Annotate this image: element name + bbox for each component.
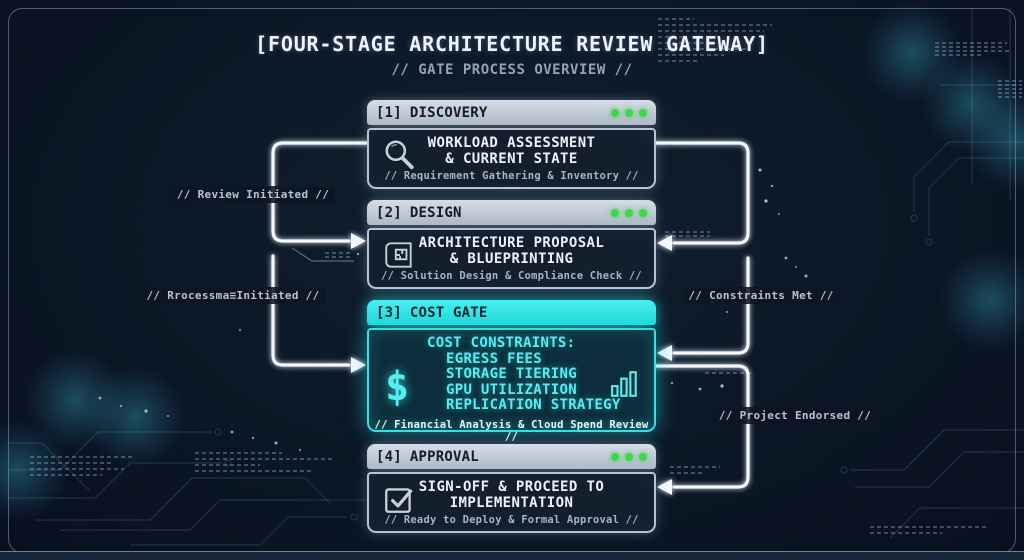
code-texture	[30, 452, 150, 480]
stage-body-design: ARCHITECTURE PROPOSAL & BLUEPRINTING // …	[367, 228, 656, 289]
stage-number: [2]	[376, 204, 402, 221]
stage-name: COST GATE	[409, 304, 488, 321]
stage-header-cost-gate: [3] COST GATE	[367, 300, 656, 325]
arrowhead-into-cost-gate-right	[657, 345, 672, 361]
code-texture	[870, 522, 1000, 538]
code-texture	[195, 448, 340, 476]
blueprint-icon	[382, 238, 416, 272]
stage-name: DISCOVERY	[409, 104, 488, 121]
code-texture	[325, 250, 353, 260]
stage-header-design: [2] DESIGN	[367, 200, 656, 225]
code-texture	[998, 78, 1022, 100]
arrowhead-into-cost-gate-left	[351, 357, 366, 373]
checkbox-icon	[382, 482, 416, 516]
stage-number: [1]	[376, 104, 402, 121]
connector-cost-gate-to-approval-right	[654, 364, 750, 489]
dollar-icon: $	[385, 364, 410, 410]
magnifier-icon	[382, 138, 416, 172]
code-texture	[665, 229, 710, 239]
code-texture	[658, 14, 778, 66]
edge-label-project-endorsed: // Project Endorsed //	[712, 407, 878, 424]
edge-label-constraints-met: // Constraints Met //	[682, 287, 840, 304]
stage-card-cost-gate: [3] COST GATE $ COST CONSTRAINTS: EGRESS…	[367, 300, 656, 443]
code-texture	[670, 462, 725, 478]
stage-footer: // Ready to Deploy & Formal Approval //	[384, 514, 639, 526]
connector-to-cost-gate-right	[672, 256, 750, 355]
arrowhead-into-approval-right	[657, 479, 672, 495]
page-subtitle: // GATE PROCESS OVERVIEW //	[391, 62, 633, 78]
stage-body-discovery: WORKLOAD ASSESSMENT & CURRENT STATE // R…	[367, 128, 656, 189]
cost-item: GPU UTILIZATION	[446, 381, 577, 398]
stage-name: APPROVAL	[409, 448, 479, 465]
arrowhead-into-design-left	[351, 233, 366, 249]
bar-chart-icon	[610, 370, 640, 402]
cost-item: EGRESS FEES	[446, 350, 543, 367]
edge-label-review-initiated: // Review Initiated //	[170, 186, 336, 203]
code-texture	[935, 40, 1015, 58]
status-dots	[611, 108, 647, 117]
cost-items: EGRESS FEES STORAGE TIERING GPU UTILIZAT…	[427, 350, 654, 414]
connector-to-cost-gate-left	[271, 254, 351, 367]
arrowhead-into-design-right	[657, 235, 672, 251]
bottom-edge-band	[0, 551, 1024, 560]
stage-card-approval: [4] APPROVAL SIGN-OFF & PROCEED TO IMPLE…	[367, 444, 656, 533]
cost-item: STORAGE TIERING	[446, 366, 577, 382]
stage-header-approval: [4] APPROVAL	[367, 444, 656, 469]
edge-label-process-initiated: // Rrocessma≡Initiated //	[140, 287, 326, 304]
stage-body-cost-gate: $ COST CONSTRAINTS: EGRESS FEES STORAGE …	[367, 328, 656, 443]
stage-card-design: [2] DESIGN ARCHITECTURE PROPOSAL & BLUEP…	[367, 200, 656, 289]
stage-number: [3]	[376, 304, 402, 321]
stage-title: ARCHITECTURE PROPOSAL & BLUEPRINTING	[418, 235, 605, 267]
stage-header-discovery: [1] DISCOVERY	[367, 100, 656, 125]
stage-footer: // Requirement Gathering & Inventory //	[384, 170, 639, 182]
cost-constraints-block: COST CONSTRAINTS: EGRESS FEES STORAGE TI…	[427, 335, 654, 414]
cost-item: REPLICATION STRATEGY	[446, 397, 621, 413]
stage-body-approval: SIGN-OFF & PROCEED TO IMPLEMENTATION // …	[367, 472, 656, 533]
connector-discovery-to-design-right	[654, 141, 750, 245]
stage-card-discovery: [1] DISCOVERY WORKLOAD ASSESSMENT & CURR…	[367, 100, 656, 189]
stage-title: SIGN-OFF & PROCEED TO IMPLEMENTATION	[418, 479, 605, 511]
cost-heading: COST CONSTRAINTS:	[427, 335, 576, 351]
status-dots	[611, 208, 647, 217]
code-texture	[705, 368, 760, 378]
status-dots	[611, 452, 647, 461]
stage-footer: // Financial Analysis & Cloud Spend Revi…	[374, 418, 649, 443]
page-title: [FOUR-STAGE ARCHITECTURE REVIEW GATEWAY]	[255, 32, 769, 56]
stage-footer: // Solution Design & Compliance Check //	[381, 270, 642, 282]
stage-title: WORKLOAD ASSESSMENT & CURRENT STATE	[427, 135, 596, 167]
stage-number: [4]	[376, 448, 402, 465]
stage-name: DESIGN	[409, 204, 462, 221]
